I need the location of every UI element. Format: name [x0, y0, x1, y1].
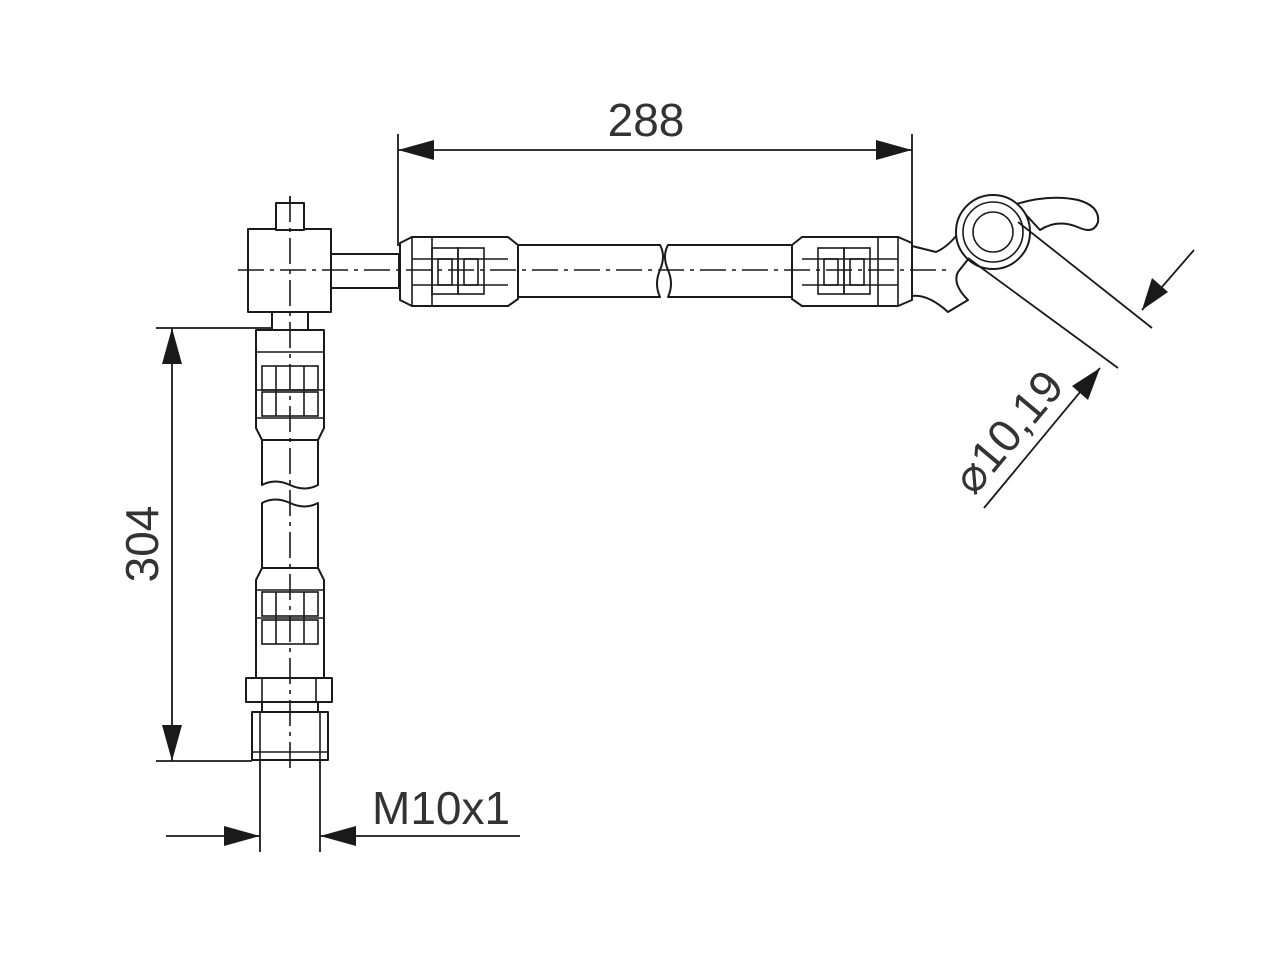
dimension-arrow-right [876, 140, 912, 160]
dimension-label-304: 304 [116, 506, 168, 583]
dimension-vertical-length: 304 [116, 327, 272, 762]
dimension-arrow-left [398, 140, 434, 160]
top-left-crimp-fitting [399, 236, 519, 307]
top-hose-body-left [517, 244, 664, 298]
vertical-hose-assembly [245, 196, 333, 772]
dimension-thread: M10x1 [166, 760, 520, 852]
eye-fitting [955, 194, 1100, 270]
corner-pipe-stub [330, 253, 400, 289]
dimension-label-288: 288 [608, 94, 685, 146]
dimension-top-length: 288 [397, 94, 913, 246]
dimension-label-thread: M10x1 [372, 782, 510, 834]
dimension-arrow-up [162, 328, 182, 364]
hex-flange [245, 677, 333, 703]
dimension-label-eye-diameter: ⌀10,19 [942, 360, 1074, 503]
top-right-crimp-fitting [791, 236, 913, 307]
eye-arrow-lower [1072, 368, 1100, 400]
dimension-arrow-down [162, 725, 182, 761]
eye-fitting-tab [1015, 196, 1100, 231]
eye-arrow-upper [1142, 278, 1168, 310]
top-hose-body-right [664, 244, 793, 298]
thread-arrow-left [224, 826, 260, 846]
horizontal-hose-assembly [238, 194, 1100, 313]
thread-arrow-right [320, 826, 356, 846]
